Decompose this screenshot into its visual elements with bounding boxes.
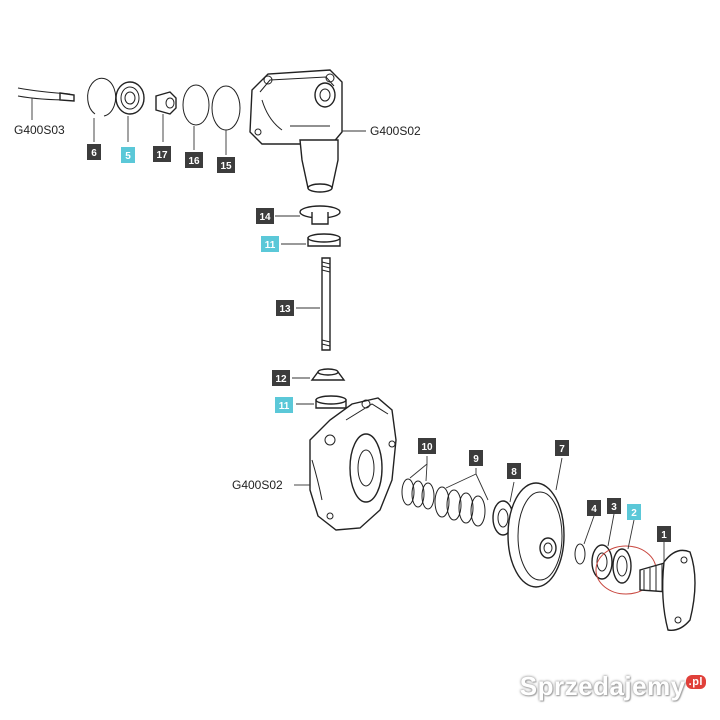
svg-text:17: 17 — [156, 150, 168, 161]
o-ring-part-16 — [182, 84, 210, 150]
svg-text:7: 7 — [559, 444, 565, 455]
svg-text:3: 3 — [611, 502, 617, 513]
gear-housing-main — [294, 397, 397, 531]
part-label-1: 1 — [657, 526, 671, 542]
ref-g400s03: G400S03 — [14, 123, 65, 137]
shim-set-part-9 — [434, 468, 489, 527]
seal-part-2 — [595, 519, 657, 595]
part-label-3: 3 — [607, 498, 621, 514]
sprzedajemy-watermark: Sprzedajemy.pl — [520, 671, 706, 702]
svg-text:14: 14 — [259, 212, 271, 223]
part-label-11-top: 11 — [261, 236, 279, 252]
watermark-text: Sprzedajemy — [519, 671, 686, 701]
part-label-5: 5 — [121, 147, 135, 163]
part-label-2: 2 — [627, 504, 641, 520]
bearing-part-3 — [591, 513, 615, 580]
part-label-17: 17 — [153, 146, 171, 162]
svg-text:16: 16 — [188, 156, 200, 167]
washer-part-4 — [574, 515, 595, 565]
part-label-14: 14 — [256, 208, 274, 224]
svg-text:15: 15 — [220, 161, 232, 172]
svg-text:2: 2 — [631, 508, 637, 519]
svg-text:10: 10 — [421, 442, 433, 453]
svg-text:6: 6 — [91, 148, 97, 159]
svg-text:11: 11 — [279, 401, 290, 412]
part-label-9: 9 — [469, 450, 483, 466]
part-label-15: 15 — [217, 157, 235, 173]
part-label-12: 12 — [272, 370, 290, 386]
o-ring-part-15 — [211, 85, 241, 155]
bearing-part-5 — [115, 81, 145, 142]
part-label-13: 13 — [276, 300, 294, 316]
bushing-part-17 — [155, 91, 177, 142]
flange-disc-part-7 — [507, 457, 565, 588]
gear-part-14 — [275, 205, 341, 225]
part-label-7: 7 — [555, 440, 569, 456]
svg-text:9: 9 — [473, 454, 479, 465]
part-label-6: 6 — [87, 144, 101, 160]
shim-set-part-10 — [401, 456, 435, 510]
gear-housing-top — [249, 69, 366, 193]
watermark-suffix: .pl — [685, 675, 706, 690]
cable-part — [17, 87, 75, 120]
spacer-part-11-top — [281, 233, 341, 247]
spacer-part-11-bottom — [296, 395, 347, 409]
bevel-gear-part-12 — [292, 368, 346, 381]
svg-text:4: 4 — [591, 504, 597, 515]
ref-g400s02-top: G400S02 — [370, 124, 421, 138]
part-label-11-bottom: 11 — [275, 397, 293, 413]
part-label-4: 4 — [587, 500, 601, 516]
svg-text:1: 1 — [661, 530, 667, 541]
output-flange-part-1 — [639, 542, 696, 631]
ref-g400s02-main: G400S02 — [232, 478, 283, 492]
shaft-part-13 — [296, 257, 331, 351]
svg-text:12: 12 — [275, 374, 287, 385]
part-label-8: 8 — [507, 463, 521, 479]
snap-ring-part-6 — [87, 77, 117, 142]
part-label-10: 10 — [418, 438, 436, 454]
svg-text:11: 11 — [265, 240, 276, 251]
svg-text:13: 13 — [279, 304, 291, 315]
part-label-16: 16 — [185, 152, 203, 168]
svg-text:5: 5 — [125, 151, 131, 162]
svg-text:8: 8 — [511, 467, 517, 478]
